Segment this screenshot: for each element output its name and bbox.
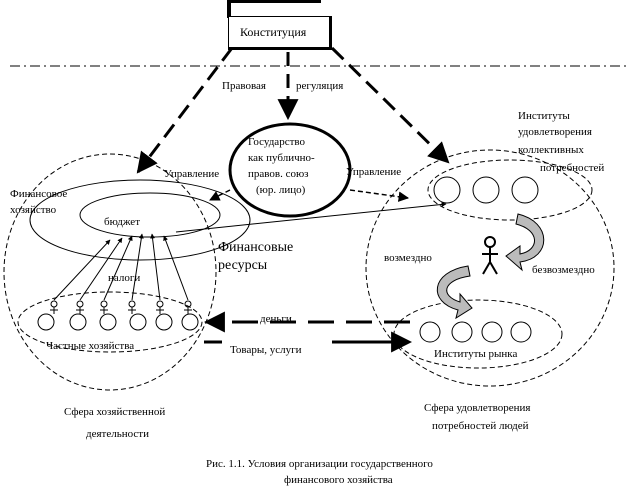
budget-oval — [79, 192, 221, 238]
private-households-oval — [17, 291, 203, 353]
economic-sphere-label-1: Сфера хозяйственной — [64, 406, 166, 418]
collective-label-2: удовлетворения — [518, 126, 592, 138]
caption-line-1: Рис. 1.1. Условия организации государств… — [206, 458, 433, 470]
state-label-1: Государство — [248, 136, 305, 148]
collective-circle — [472, 176, 500, 204]
market-circle — [451, 321, 473, 343]
caption-line-2: финансового хозяйства — [284, 474, 393, 486]
tax-arrows — [53, 233, 189, 301]
market-circle — [419, 321, 441, 343]
financial-economy-oval — [29, 179, 251, 261]
private-households-label: Частные хозяйства — [46, 340, 135, 352]
state-label-2: как публично- — [248, 152, 315, 164]
market-circle — [481, 321, 503, 343]
repayable-label: возмездно — [384, 252, 432, 264]
private-household-icons — [37, 300, 199, 331]
management-left-label: Управление — [164, 168, 220, 180]
collective-label-4: потребностей — [540, 162, 605, 174]
constitution-label: Конституция — [240, 25, 307, 39]
market-circle — [510, 321, 532, 343]
financial-resources-label-1: Финансовые — [218, 240, 294, 255]
person-icon — [482, 236, 498, 275]
arrow-management-right — [349, 189, 410, 202]
needs-sphere-label-1: Сфера удовлетворения — [424, 402, 531, 414]
needs-sphere-ellipse — [365, 149, 615, 387]
arrow-constitution-right — [330, 46, 450, 164]
financial-resources-label-2: ресурсы — [218, 258, 268, 273]
budget-to-collective-line — [175, 201, 447, 233]
economic-sphere-ellipse — [3, 153, 217, 391]
needs-sphere-label-2: потребностей людей — [432, 420, 529, 432]
constitution-box-border-left — [227, 0, 231, 18]
arrow-management-left — [209, 189, 231, 201]
collective-label-1: Институты — [518, 110, 570, 122]
constitution-box-border-top — [227, 0, 321, 3]
state-ellipse — [228, 122, 352, 218]
taxes-label: налоги — [108, 272, 141, 284]
curved-arrow-right — [505, 213, 545, 272]
financial-economy-label-2: хозяйство — [10, 204, 57, 216]
collective-label-3: коллективных — [518, 144, 584, 156]
arrow-constitution-left — [136, 47, 234, 174]
market-institutions-label: Институты рынка — [434, 348, 518, 360]
collective-institutions-oval — [427, 159, 593, 221]
management-right-label: Управление — [346, 166, 402, 178]
state-label-4: (юр. лицо) — [256, 184, 306, 196]
economic-sphere-label-2: деятельности — [86, 428, 149, 440]
financial-economy-label-1: Финансовое — [10, 188, 68, 200]
free-label: безвозмездно — [532, 264, 595, 276]
curved-arrow-left — [437, 265, 473, 320]
budget-label: бюджет — [104, 216, 140, 228]
constitution-box — [228, 16, 332, 50]
money-label: деньги — [260, 313, 292, 325]
state-label-3: правов. союз — [248, 168, 309, 180]
legal-label: Правовая — [222, 80, 266, 92]
collective-circle — [433, 176, 461, 204]
collective-circle — [511, 176, 539, 204]
regulation-label: регуляция — [296, 80, 344, 92]
goods-services-label: Товары, услуги — [230, 344, 302, 356]
